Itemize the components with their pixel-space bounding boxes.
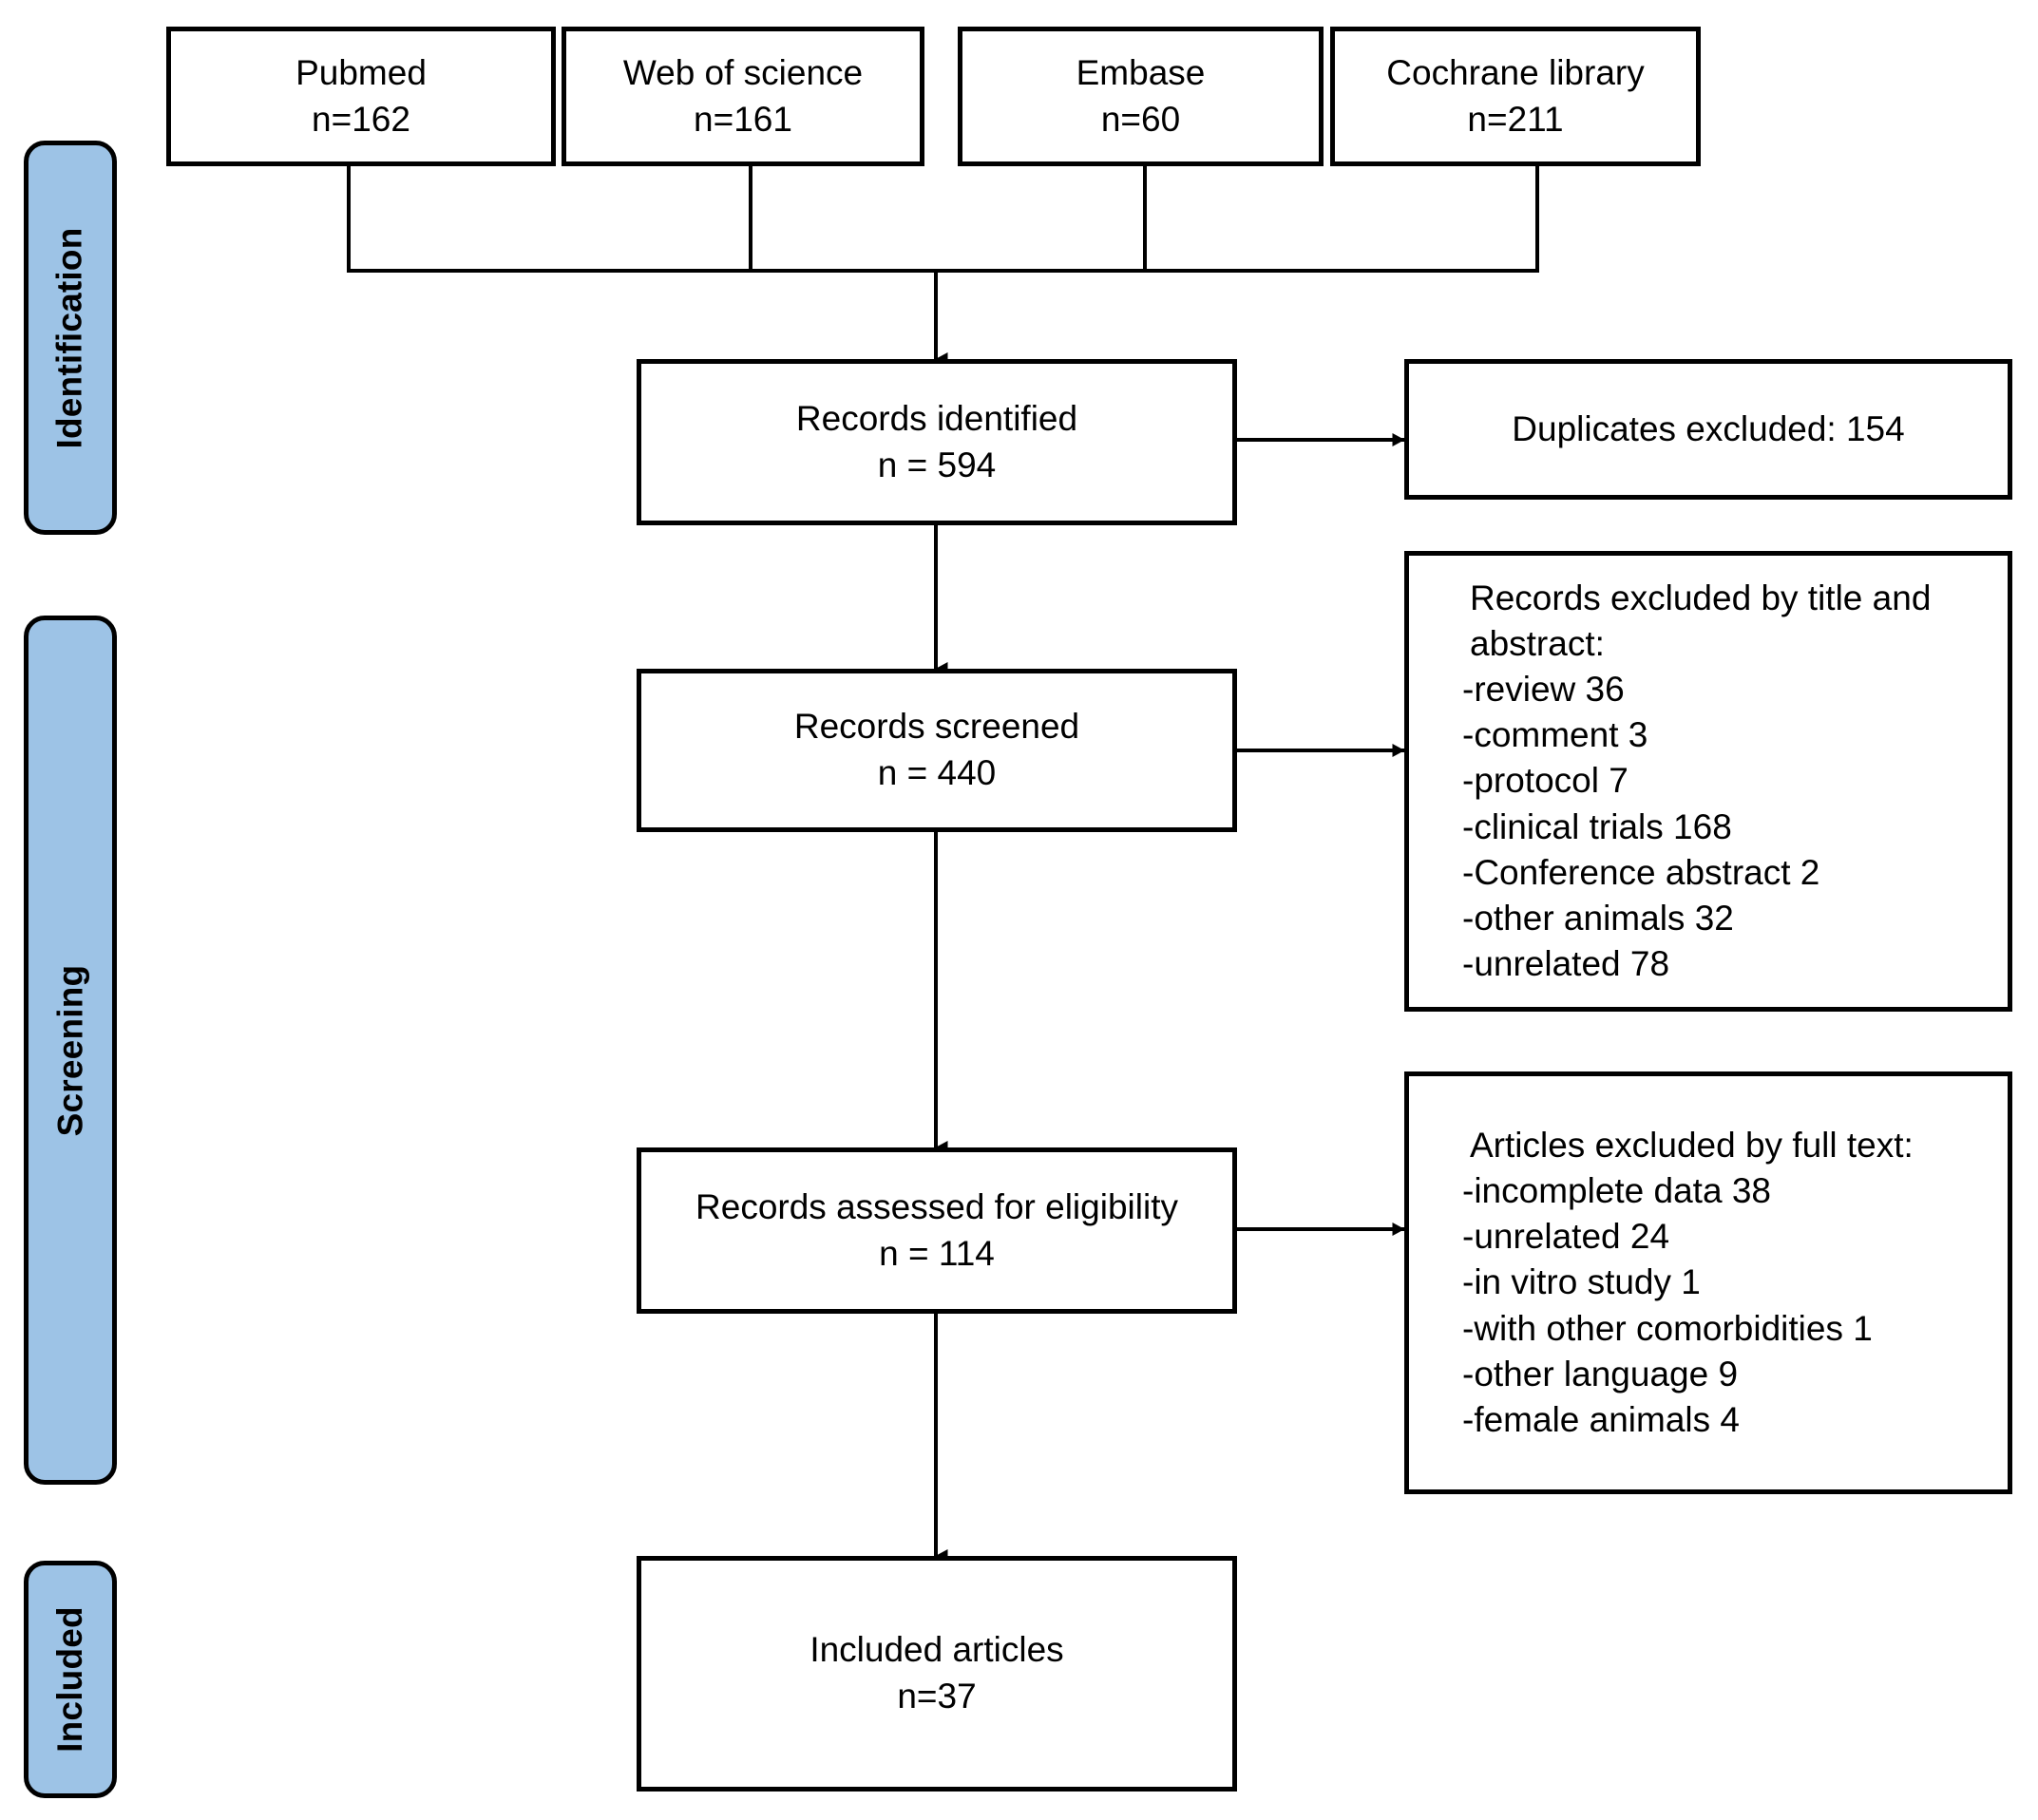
source-box-embase: Embase n=60	[958, 27, 1324, 166]
flow-box-count: n = 594	[877, 445, 997, 484]
flow-box-records-assessed-for-eligibility: Records assessed for eligibility n = 114	[637, 1147, 1237, 1314]
exclusion-full-text-heading: Articles excluded by full text:	[1470, 1126, 1914, 1166]
source-count: n=161	[694, 99, 792, 139]
flow-box-label: Records screened	[793, 707, 1080, 747]
stage-band-included-label: Included	[50, 1606, 90, 1753]
source-name: Web of science	[622, 52, 864, 92]
flow-box-count: n=37	[897, 1677, 977, 1716]
exclusion-reason-item: -Conference abstract 2	[1462, 852, 1820, 892]
exclusion-reason-item: -unrelated 78	[1462, 943, 1670, 983]
source-name: Embase	[1076, 52, 1206, 92]
exclusion-title-abstract-heading-line1: Records excluded by title and	[1470, 578, 1932, 618]
exclusion-reason-item: -unrelated 24	[1462, 1217, 1670, 1257]
exclusion-reason-item: -female animals 4	[1462, 1399, 1741, 1439]
exclusion-title-abstract-heading-line2: abstract:	[1470, 624, 1605, 664]
exclusion-box-duplicates: Duplicates excluded: 154	[1404, 359, 2012, 500]
flow-box-label: Included articles	[809, 1630, 1064, 1670]
source-box-web-of-science: Web of science n=161	[562, 27, 924, 166]
exclusion-duplicates-text: Duplicates excluded: 154	[1512, 409, 1905, 448]
exclusion-box-full-text: Articles excluded by full text: -incompl…	[1404, 1071, 2012, 1494]
stage-band-identification-label: Identification	[50, 226, 89, 449]
exclusion-reason-item: -comment 3	[1462, 715, 1648, 755]
exclusion-reason-item: -other language 9	[1462, 1354, 1739, 1393]
flow-box-records-screened: Records screened n = 440	[637, 669, 1237, 832]
flow-box-included-articles: Included articles n=37	[637, 1556, 1237, 1792]
exclusion-box-title-and-abstract: Records excluded by title and abstract: …	[1404, 551, 2012, 1012]
source-name: Pubmed	[295, 52, 427, 92]
exclusion-reason-item: -with other comorbidities 1	[1462, 1308, 1873, 1348]
source-name: Cochrane library	[1386, 52, 1645, 92]
source-box-pubmed: Pubmed n=162	[166, 27, 556, 166]
flow-box-count: n = 114	[879, 1233, 995, 1273]
exclusion-reason-item: -in vitro study 1	[1462, 1262, 1701, 1302]
stage-band-screening-label: Screening	[50, 964, 90, 1136]
source-count: n=211	[1467, 99, 1564, 139]
exclusion-reason-item: -other animals 32	[1462, 898, 1734, 938]
flow-box-count: n = 440	[877, 753, 997, 792]
source-count: n=60	[1100, 99, 1181, 139]
flow-box-records-identified: Records identified n = 594	[637, 359, 1237, 525]
stage-band-included: Included	[24, 1561, 117, 1798]
exclusion-reason-item: -review 36	[1462, 670, 1625, 710]
exclusion-reason-item: -clinical trials 168	[1462, 806, 1732, 846]
exclusion-reason-item: -incomplete data 38	[1462, 1171, 1771, 1211]
flow-box-label: Records identified	[795, 398, 1078, 438]
flow-box-label: Records assessed for eligibility	[695, 1186, 1178, 1226]
source-count: n=162	[312, 99, 410, 139]
stage-band-screening: Screening	[24, 616, 117, 1485]
exclusion-reason-item: -protocol 7	[1462, 761, 1628, 801]
source-box-cochrane-library: Cochrane library n=211	[1330, 27, 1701, 166]
stage-band-identification: Identification	[24, 141, 117, 535]
